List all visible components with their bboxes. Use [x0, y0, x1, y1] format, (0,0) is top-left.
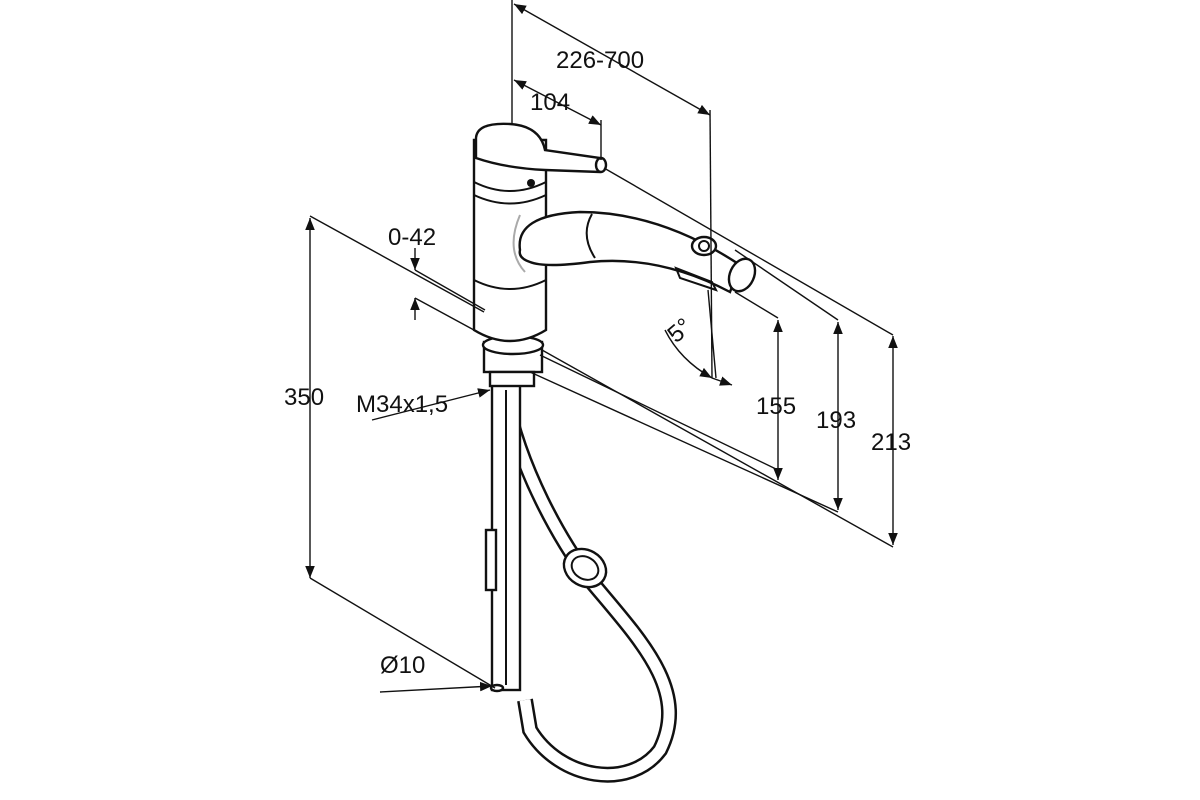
- spout-top-height-label: 193: [816, 407, 856, 434]
- hose-diameter-label: Ø10: [380, 652, 425, 679]
- lever-height-label: 213: [871, 429, 911, 456]
- pull-out-spout: [512, 210, 757, 294]
- worktop-thickness-label: 0-42: [388, 224, 436, 251]
- reach-label: 226-700: [556, 47, 644, 74]
- spout-height-label: 155: [756, 393, 796, 420]
- pull-out-hose: [497, 393, 678, 783]
- hose-weight: [562, 547, 608, 589]
- thread-label: M34x1,5: [356, 391, 448, 418]
- total-length-label: 350: [284, 384, 324, 411]
- tilt-angle-label: 5°: [662, 313, 697, 348]
- lever-offset-label: 104: [530, 89, 570, 116]
- mixer-lever: [474, 122, 608, 174]
- supply-tubes: [484, 383, 522, 693]
- mounting-base: [481, 334, 545, 388]
- dimension-lines: [305, 0, 898, 693]
